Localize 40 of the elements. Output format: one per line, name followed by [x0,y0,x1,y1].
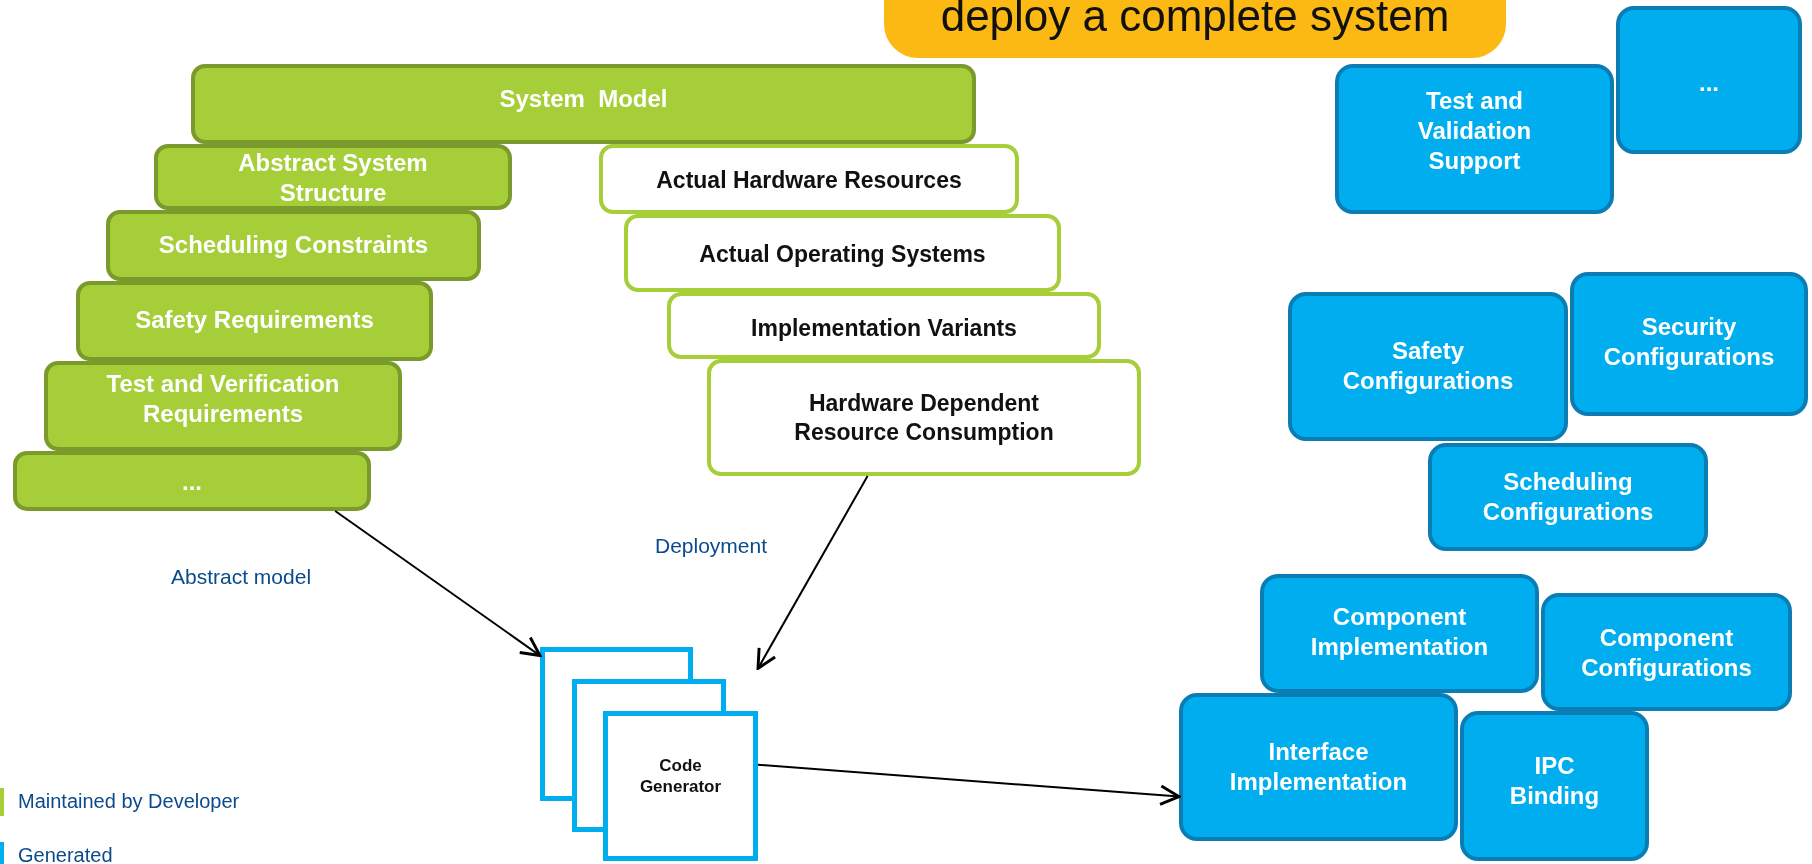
generated-box [1260,574,1539,693]
model-box [707,359,1141,476]
arrow [756,475,869,670]
node-label: Component Configurations [1580,623,1753,683]
model-box [13,451,371,511]
generated-box [1179,693,1458,841]
node-label: Abstract System Structure [237,148,429,208]
node-label: Safety Configurations [1341,336,1515,396]
legend-label: Generated [18,844,113,864]
node-label: ... [182,467,202,497]
model-box [191,64,976,144]
node-label: Safety Requirements [135,305,374,335]
node-label: Interface Implementation [1228,737,1409,797]
node-label: Code Generator [638,755,723,798]
code-generator-stack [540,647,758,861]
model-box [599,144,1019,214]
node-label: Scheduling Configurations [1481,467,1655,527]
generated-box [1335,64,1614,214]
node-label: Hardware Dependent Resource Consumption [793,389,1055,447]
node-label: Security Configurations [1602,312,1776,372]
node-label: Component Implementation [1309,602,1490,662]
generated-box [1541,593,1792,711]
generated-box [1616,6,1802,154]
node-label: Implementation Variants [751,314,1017,343]
arrow [757,763,1181,806]
node-label: ... [1699,68,1719,98]
banner [884,0,1506,58]
generated-box [1570,272,1808,416]
generated-box [1428,443,1708,551]
arrow [334,510,542,658]
node-label: Scheduling Constraints [158,230,429,260]
legend-label: Maintained by Developer [18,790,240,813]
node-label: Actual Operating Systems [699,240,986,269]
generated-box [1460,711,1649,861]
node-label: Actual Hardware Resources [656,166,962,195]
node-label: IPC Binding [1508,751,1601,811]
node-label: Test and Validation Support [1416,86,1533,176]
node-label: Test and Verification Requirements [105,369,341,429]
generated-box [1288,292,1568,441]
node-label: System Model [499,84,668,114]
